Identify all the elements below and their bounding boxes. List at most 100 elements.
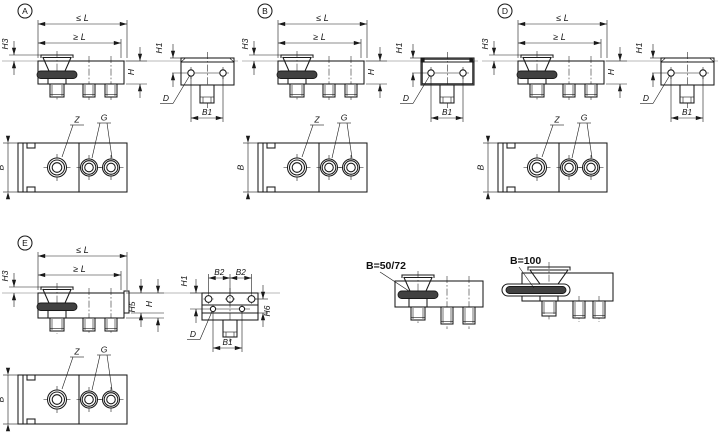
hole-bore — [84, 394, 94, 405]
stud-body — [322, 83, 336, 98]
dim-label-b1: B1 — [202, 108, 212, 117]
threaded-stud — [104, 83, 118, 98]
dim-label-b1: B1 — [442, 108, 452, 117]
dimension-arrow — [155, 285, 161, 293]
leader-line — [301, 124, 314, 158]
dimension-arrow — [251, 47, 257, 55]
threaded-hole-g — [581, 158, 601, 177]
leader-line — [652, 74, 671, 104]
threaded-hole-g — [319, 158, 339, 177]
hole-ring — [528, 159, 546, 176]
edge-line — [42, 56, 50, 72]
dimension-arrow — [485, 192, 491, 200]
top-view: B Z G — [236, 113, 368, 200]
stud-body — [344, 83, 358, 98]
variant-e-drawing: E≤ L≥ LH3H5HB2B2H1H6DB1BZG — [0, 235, 280, 432]
dim-label-b1: B1 — [222, 338, 232, 347]
callout-b100-drawing: B=100 — [501, 255, 614, 322]
dim-label-z: Z — [553, 115, 560, 125]
threaded-stud — [462, 306, 476, 325]
dimension-arrow — [278, 40, 286, 46]
dimension-arrow — [278, 21, 286, 27]
dimension-arrow — [38, 40, 46, 46]
dim-label-length-max: ≤ L — [556, 13, 568, 23]
dim-label-d: D — [643, 93, 649, 103]
hole-bore — [586, 162, 596, 173]
serrated-segment — [516, 70, 558, 79]
dim-label-h3: H3 — [0, 270, 10, 281]
threaded-hole-g — [79, 390, 99, 409]
clamping-insert — [276, 51, 318, 100]
dimension-arrow — [359, 21, 367, 27]
dimension-arrow — [215, 115, 223, 121]
clamping-insert — [516, 51, 558, 100]
dim-label-h6: H6 — [262, 305, 272, 316]
corner-chamfer — [180, 58, 186, 63]
dimension-arrow — [11, 279, 17, 287]
stud-body — [572, 300, 586, 319]
dim-label-b2: B2 — [214, 268, 224, 277]
dimension-arrow — [593, 40, 601, 46]
dim-label-h1: H1 — [634, 42, 644, 53]
dimension-arrow — [485, 135, 491, 143]
hole-bore — [51, 162, 63, 173]
dim-label-g: G — [341, 113, 348, 123]
leader-line — [172, 74, 191, 104]
variant-a-badge: A — [17, 3, 33, 19]
stud-body — [82, 83, 96, 98]
hole-bore — [106, 394, 116, 405]
callout-b50-72-label: B=50/72 — [366, 260, 406, 272]
dimension-arrow — [113, 40, 121, 46]
serrated-segment — [505, 286, 567, 294]
dim-label-h1: H1 — [179, 275, 189, 286]
insert-pin-lower — [529, 83, 545, 98]
dim-label-g: G — [101, 345, 108, 355]
dim-label-d: D — [163, 93, 169, 103]
clamping-insert — [36, 51, 78, 100]
dimension-arrow — [410, 73, 416, 81]
hole-ring — [81, 160, 97, 175]
mounting-hole — [187, 69, 195, 77]
dimension-arrow — [251, 61, 257, 69]
hole-ring — [343, 160, 359, 175]
dim-label-length-min: ≥ L — [73, 264, 85, 274]
dim-label-b: B — [236, 164, 246, 170]
dimension-arrow — [137, 84, 143, 92]
serrated-segment — [36, 302, 78, 311]
threaded-stud — [82, 83, 96, 98]
edge-line — [544, 56, 552, 72]
dimension-arrow — [518, 21, 526, 27]
dim-label-h: H — [126, 68, 136, 75]
stud-body — [104, 317, 118, 332]
dim-label-h: H — [144, 300, 154, 307]
hole-bore — [346, 162, 356, 173]
hole-bore — [51, 394, 63, 405]
dimension-arrow — [245, 135, 251, 143]
insert-hole-z — [526, 157, 548, 178]
dimension-arrow — [244, 275, 252, 281]
dimension-arrow — [170, 50, 176, 58]
dim-label-d: D — [190, 329, 196, 339]
dim-label-z: Z — [73, 347, 80, 357]
leader-line — [379, 271, 410, 292]
mounting-hole — [699, 69, 707, 77]
insert-pin-upper — [287, 77, 307, 85]
dimension-arrow — [491, 61, 497, 69]
hole-ring — [321, 160, 337, 175]
dim-label-h3: H3 — [240, 38, 250, 49]
dimension-arrow — [38, 253, 46, 259]
dimension-arrow — [38, 272, 46, 278]
dimension-arrow — [213, 345, 221, 351]
dim-label-length-max: ≤ L — [76, 13, 88, 23]
dimension-arrow — [650, 73, 656, 81]
dim-label-z: Z — [313, 115, 320, 125]
leader-line — [518, 266, 535, 289]
serrated-segment — [276, 70, 318, 79]
hole-ring — [48, 159, 66, 176]
